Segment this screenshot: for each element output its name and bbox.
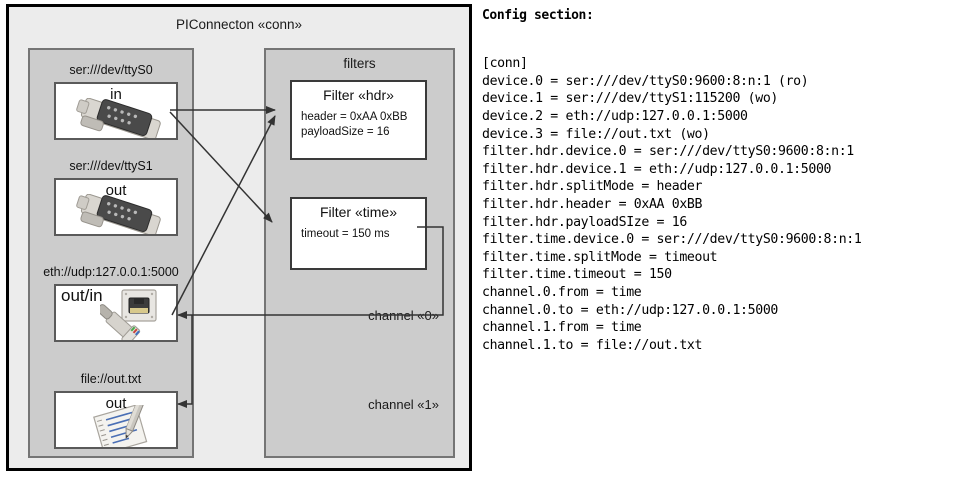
serial-db9-icon (74, 193, 174, 234)
filters-panel-title: filters (343, 56, 376, 71)
device-io-eth: out/in (61, 286, 103, 305)
device-node-ttyS0[interactable]: in (54, 82, 178, 140)
filter-title-time: Filter «time» (319, 204, 398, 220)
filter-attrs-hdr: header = 0xAA 0xBB payloadSize = 16 (301, 110, 407, 140)
filter-node-time[interactable]: Filter «time» timeout = 150 ms (290, 197, 427, 270)
device-label-ttyS0: ser:///dev/ttyS0 (69, 63, 153, 77)
filter-title-hdr: Filter «hdr» (323, 87, 394, 103)
diagram-title: PIConnecton «conn» (175, 17, 303, 32)
config-section: Config section: [conn] device.0 = ser://… (481, 0, 964, 484)
device-label-ttyS1: ser:///dev/ttyS1 (69, 159, 153, 173)
channel-label-1: channel «1» (368, 397, 439, 412)
filter-attrs-time: timeout = 150 ms (301, 227, 390, 242)
notepad-pencil-icon (88, 398, 162, 447)
device-io-ttyS1: out (105, 182, 127, 199)
filters-panel: filters Filter «hdr» header = 0xAA 0xBB … (264, 48, 455, 458)
ethernet-rj45-icon (96, 289, 176, 340)
filter-attr: header = 0xAA 0xBB (301, 111, 408, 123)
device-io-ttyS0: in (110, 86, 122, 103)
config-heading: Config section: (482, 8, 594, 23)
device-node-ttyS1[interactable]: out (54, 178, 178, 236)
channel-label-0: channel «0» (368, 308, 439, 323)
filter-attr: payloadSize = 16 (301, 126, 390, 138)
serial-db9-icon (74, 97, 174, 138)
device-io-file: out (105, 395, 127, 412)
filter-attr: timeout = 150 ms (301, 228, 390, 240)
deployment-diagram: PIConnecton «conn» ser:///dev/ttyS0 in (0, 0, 478, 484)
device-node-file[interactable]: out (54, 391, 178, 449)
filter-node-hdr[interactable]: Filter «hdr» header = 0xAA 0xBB payloadS… (290, 80, 427, 160)
device-label-eth: eth://udp:127.0.0.1:5000 (43, 265, 179, 279)
device-node-eth[interactable]: out/in (54, 284, 178, 342)
devices-panel: ser:///dev/ttyS0 in (28, 48, 194, 458)
config-body: [conn] device.0 = ser:///dev/ttyS0:9600:… (482, 56, 862, 353)
device-label-file: file://out.txt (80, 372, 142, 386)
connector-component-frame: PIConnecton «conn» ser:///dev/ttyS0 in (6, 4, 472, 471)
